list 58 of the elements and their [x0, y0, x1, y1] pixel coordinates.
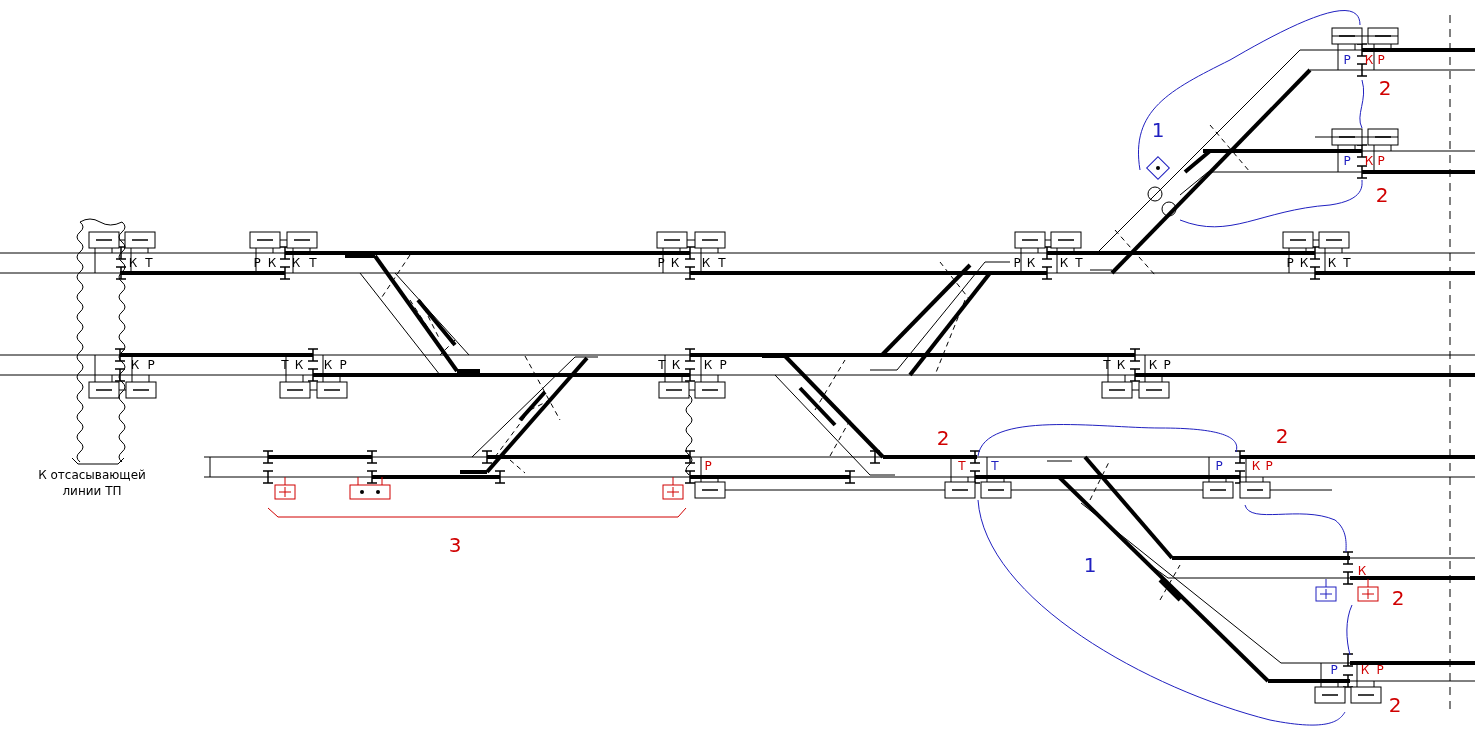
track-circuit-letter: К [1357, 565, 1367, 577]
track-circuit-letter: Р [719, 359, 727, 371]
track-circuit-letter: К [1148, 359, 1158, 371]
track-circuit-letter: Р [1377, 155, 1385, 167]
track-circuit-letter: Р [1343, 155, 1351, 167]
track-circuit-letter: Т [145, 257, 153, 269]
track-circuit-letter: К [294, 359, 304, 371]
section-number: 1 [1083, 555, 1097, 575]
track-circuit-letter: К [1059, 257, 1069, 269]
track-circuit-letter: К [1364, 155, 1374, 167]
track-circuit-letter: Т [718, 257, 726, 269]
track-circuit-letter: Т [658, 359, 666, 371]
track-circuit-letter: Р [1376, 664, 1384, 676]
track-circuit-letter: К [267, 257, 277, 269]
track-circuit-letter: Т [281, 359, 289, 371]
section-number: 3 [448, 535, 462, 555]
track-circuit-letter: Р [657, 257, 665, 269]
track-circuit-letter: Р [253, 257, 261, 269]
track-circuit-letter: Т [991, 460, 999, 472]
track-circuit-letter: Р [704, 460, 712, 472]
track-circuit-letter: К [703, 359, 713, 371]
track-circuit-letter: К [1364, 54, 1374, 66]
track-circuit-letter: Р [339, 359, 347, 371]
track-circuit-letter: Р [1163, 359, 1171, 371]
track-circuit-letter: К [1360, 664, 1370, 676]
track-circuit-letter: К [128, 257, 138, 269]
track-circuit-letter: Р [1377, 54, 1385, 66]
section-number: 2 [1378, 78, 1392, 98]
section-number: 2 [936, 428, 950, 448]
track-circuit-letter: Т [1075, 257, 1083, 269]
track-circuit-letter: Р [1343, 54, 1351, 66]
section-number: 1 [1151, 120, 1165, 140]
track-circuit-letter: К [701, 257, 711, 269]
track-circuit-letter: К [1299, 257, 1309, 269]
track-circuit-letter: Р [1265, 460, 1273, 472]
track-circuit-letter: К [1026, 257, 1036, 269]
track-circuit-letter: Р [147, 359, 155, 371]
track-circuit-letter: Т [958, 460, 966, 472]
section-number: 2 [1388, 695, 1402, 715]
section-number: 2 [1375, 185, 1389, 205]
track-circuit-letter: К [291, 257, 301, 269]
track-circuit-letter: Т [1103, 359, 1111, 371]
track-circuit-letter: Р [1286, 257, 1294, 269]
section-number: 2 [1275, 426, 1289, 446]
track-circuit-letter: К [1327, 257, 1337, 269]
track-circuit-letter: Р [1330, 664, 1338, 676]
track-circuit-letter: К [670, 257, 680, 269]
note-text: К отсасывающей линии ТП [37, 466, 147, 500]
track-circuit-letter: К [130, 359, 140, 371]
track-circuit-letter: К [323, 359, 333, 371]
track-circuit-letter: К [671, 359, 681, 371]
section-number: 2 [1391, 588, 1405, 608]
track-circuit-letter: К [1251, 460, 1261, 472]
track-circuit-letter: К [1116, 359, 1126, 371]
track-circuit-letter: Т [309, 257, 317, 269]
track-circuit-letter: Р [1215, 460, 1223, 472]
track-circuit-letter: Р [1013, 257, 1021, 269]
track-circuit-letter: Т [1343, 257, 1351, 269]
